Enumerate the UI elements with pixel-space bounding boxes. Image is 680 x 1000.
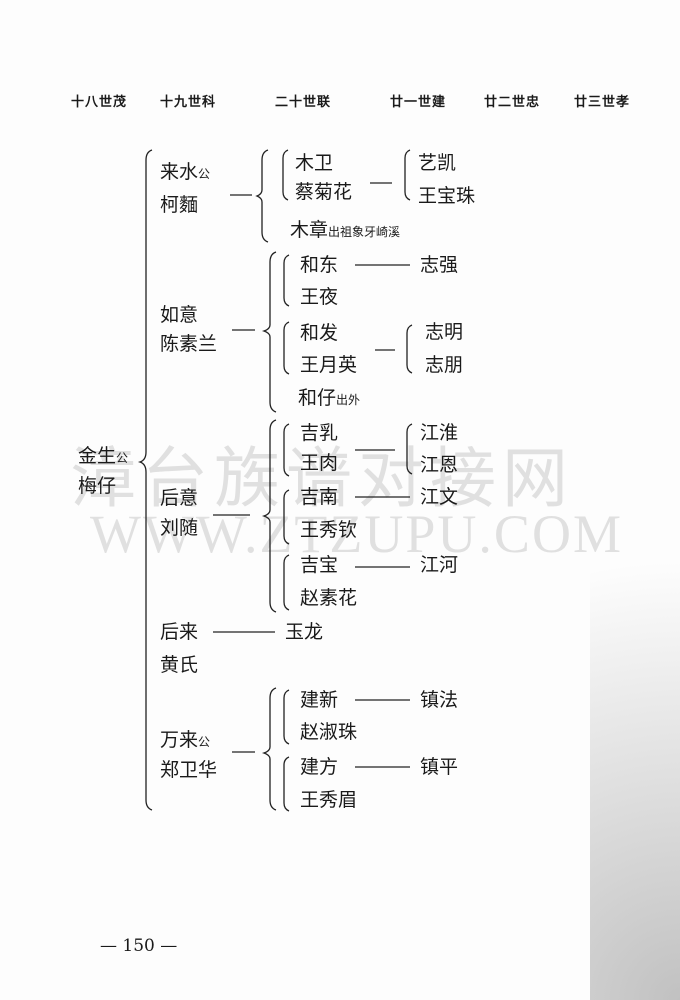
b4-name: 后来 (160, 621, 199, 643)
b1-c2-name: 木章 (290, 219, 329, 241)
b1-c2-note: 出祖象牙崎溪 (328, 225, 401, 239)
b2-c3: 和仔出外 (298, 387, 360, 411)
b1-c1-child-2: 王宝珠 (418, 185, 476, 207)
b2-c2-child-2: 志朋 (425, 354, 464, 376)
b3-c1-child-1: 江淮 (420, 422, 459, 444)
b5-c2-spouse: 王秀眉 (300, 789, 358, 811)
b1-c1-spouse: 蔡菊花 (295, 181, 353, 203)
root-name: 金生公 (78, 445, 128, 469)
b5-c1-name: 建新 (300, 689, 339, 711)
generation-header-22: 廿二世忠 (484, 95, 541, 110)
generation-header-21: 廿一世建 (390, 95, 447, 110)
generation-header-19: 十九世科 (160, 95, 217, 110)
b3-c1-spouse: 王肉 (300, 452, 339, 474)
b5-c1-spouse: 赵淑珠 (300, 721, 358, 743)
b3-c3-spouse: 赵素花 (300, 587, 358, 609)
b5-name-text: 万来 (160, 729, 199, 751)
b1-name-text: 来水 (160, 161, 199, 183)
b2-c2-child-1: 志明 (425, 321, 464, 343)
b2-c1-child: 志强 (420, 254, 459, 276)
b3-c1-name: 吉乳 (300, 422, 339, 444)
root-name-text: 金生 (78, 445, 117, 467)
b4-spouse: 黄氏 (160, 654, 199, 676)
b3-c2-name: 吉南 (300, 486, 339, 508)
b5-title: 公 (198, 735, 211, 749)
b2-spouse: 陈素兰 (160, 333, 218, 355)
root-spouse: 梅仔 (78, 475, 117, 497)
generation-header-18: 十八世茂 (71, 95, 128, 110)
generation-header-20: 二十世联 (275, 95, 332, 110)
b1-c1-child-1: 艺凯 (418, 152, 457, 174)
b3-c3-child: 江河 (420, 554, 459, 576)
b1-spouse: 柯麵 (160, 194, 199, 216)
b2-c2-spouse: 王月英 (300, 354, 358, 376)
b3-c3-name: 吉宝 (300, 554, 339, 576)
b5-c1-child: 镇法 (420, 689, 459, 711)
b5-c2-name: 建方 (300, 756, 339, 778)
b1-c1-name: 木卫 (295, 152, 334, 174)
root-title: 公 (116, 451, 129, 465)
generation-header-23: 廿三世孝 (574, 95, 631, 110)
b5-name: 万来公 (160, 729, 210, 753)
b2-c1-name: 和东 (300, 254, 339, 276)
b5-spouse: 郑卫华 (160, 759, 218, 781)
b3-name: 后意 (160, 487, 199, 509)
scan-edge-shadow (590, 380, 680, 1000)
b3-spouse: 刘随 (160, 517, 199, 539)
b1-name: 来水公 (160, 161, 210, 185)
b2-name: 如意 (160, 304, 199, 326)
b3-c2-child: 江文 (420, 486, 459, 508)
b1-c2: 木章出祖象牙崎溪 (290, 219, 400, 243)
b2-c3-name: 和仔 (298, 387, 337, 409)
b3-c1-child-2: 江恩 (420, 454, 459, 476)
b5-c2-child: 镇平 (420, 756, 459, 778)
b2-c3-note: 出外 (336, 393, 361, 407)
b2-c2-name: 和发 (300, 322, 339, 344)
b4-child: 玉龙 (285, 621, 324, 643)
b1-title: 公 (198, 167, 211, 181)
page-number: — 150 — (100, 936, 178, 956)
b2-c1-spouse: 王夜 (300, 286, 339, 308)
b3-c2-spouse: 王秀钦 (300, 519, 358, 541)
